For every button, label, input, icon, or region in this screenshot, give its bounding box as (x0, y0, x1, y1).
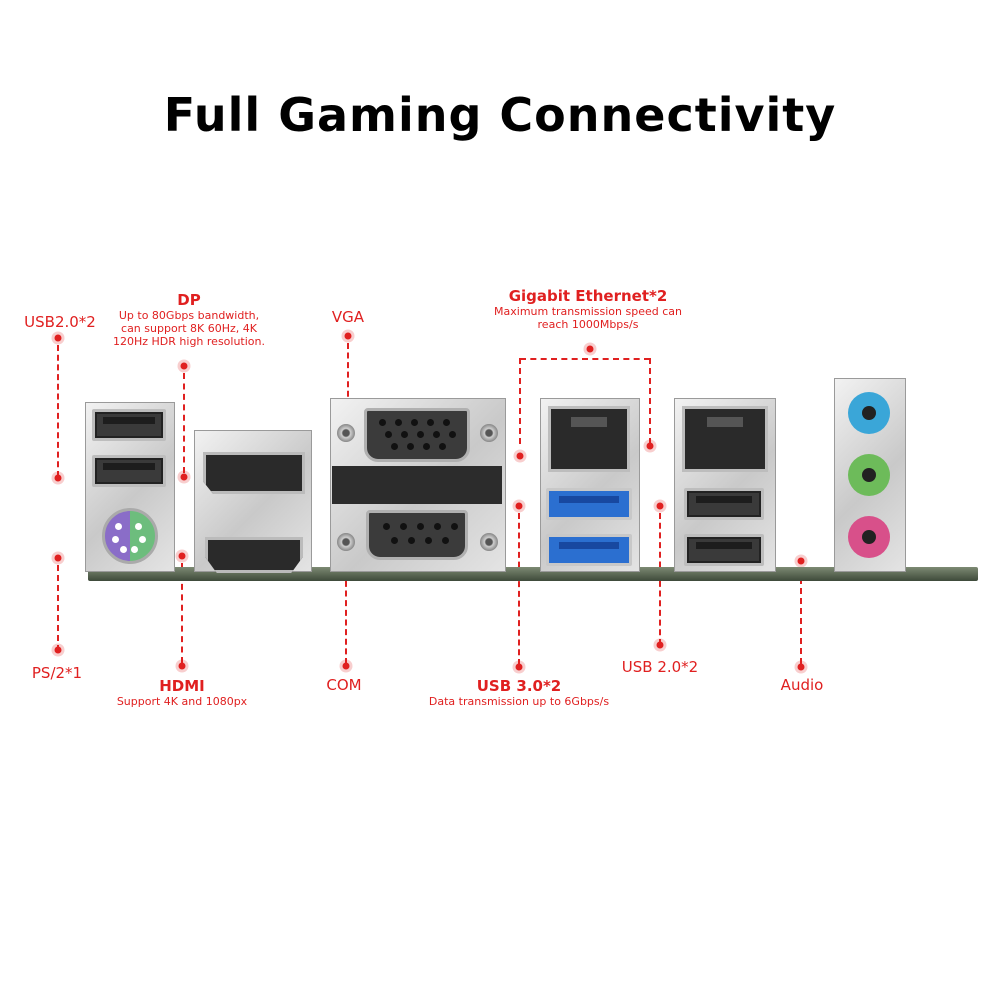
hdmi-desc: Support 4K and 1080px (116, 695, 248, 708)
dp-desc-2: can support 8K 60Hz, 4K (121, 322, 257, 335)
vga-connector (364, 408, 470, 462)
displayport-connector (203, 452, 305, 494)
leader-dot (515, 502, 523, 510)
ethernet-desc-2: reach 1000Mbps/s (537, 318, 639, 331)
audio-jack-green (848, 454, 890, 496)
hdmi-connector (205, 537, 303, 573)
usb30-title: USB 3.0*2 (476, 677, 562, 695)
leader-dot (342, 662, 350, 670)
label-ps2: PS/2*1 (31, 664, 83, 682)
leader-dot (178, 662, 186, 670)
leader-line (518, 513, 520, 665)
leader-line (520, 358, 650, 360)
leader-line (183, 373, 185, 473)
ethernet-desc-1: Maximum transmission speed can (494, 305, 682, 318)
usb3-port-bottom (546, 534, 632, 566)
leader-dot (180, 473, 188, 481)
leader-line (649, 358, 651, 444)
usb2-port-right-bottom (684, 534, 764, 566)
ethernet-port-2 (682, 406, 768, 472)
leader-dot (180, 362, 188, 370)
hdmi-title: HDMI (159, 677, 205, 695)
label-hdmi: HDMI Support 4K and 1080px (117, 677, 247, 708)
leader-dot (646, 442, 654, 450)
ethernet-title: Gigabit Ethernet*2 (508, 287, 668, 305)
leader-line (800, 568, 802, 664)
label-usb20-left: USB2.0*2 (24, 313, 96, 331)
com-screw-right (480, 533, 498, 551)
vga-screw-right (480, 424, 498, 442)
com-screw-left (337, 533, 355, 551)
dp-title: DP (177, 291, 201, 309)
leader-line (347, 343, 349, 435)
page-title: Full Gaming Connectivity (163, 88, 837, 142)
leader-dot (656, 641, 664, 649)
leader-dot (656, 502, 664, 510)
label-usb30: USB 3.0*2 Data transmission up to 6Gbps/… (429, 677, 609, 708)
label-vga: VGA (331, 308, 365, 326)
leader-dot (344, 332, 352, 340)
label-audio: Audio (780, 676, 824, 694)
usb2-port-right-top (684, 488, 764, 520)
audio-jack-blue (848, 392, 890, 434)
ethernet-port-1 (548, 406, 630, 472)
leader-dot (54, 646, 62, 654)
vga-screw-left (337, 424, 355, 442)
label-com: COM (326, 676, 362, 694)
dp-desc-3: 120Hz HDR high resolution. (112, 335, 266, 348)
leader-dot (797, 557, 805, 565)
leader-dot (54, 554, 62, 562)
com-connector (366, 510, 468, 560)
leader-dot (516, 452, 524, 460)
usb2-port-bottom (92, 455, 166, 487)
leader-line (345, 552, 347, 664)
label-usb20-right: USB 2.0*2 (621, 658, 699, 676)
leader-dot (54, 334, 62, 342)
audio-jack-pink (848, 516, 890, 558)
usb2-port-top (92, 409, 166, 441)
leader-dot (797, 663, 805, 671)
dp-desc-1: Up to 80Gbps bandwidth, (118, 309, 260, 322)
leader-dot (178, 552, 186, 560)
usb3-port-top (546, 488, 632, 520)
leader-line (181, 563, 183, 663)
leader-line (519, 358, 521, 444)
label-ethernet: Gigabit Ethernet*2 Maximum transmission … (494, 287, 682, 331)
leader-dot (515, 663, 523, 671)
label-dp: DP Up to 80Gbps bandwidth, can support 8… (113, 291, 265, 348)
ps2-port (102, 508, 158, 564)
usb30-desc: Data transmission up to 6Gbps/s (428, 695, 610, 708)
leader-dot (54, 474, 62, 482)
leader-dot (586, 345, 594, 353)
leader-line (57, 345, 59, 477)
vga-com-bracket (332, 466, 502, 504)
leader-line (57, 565, 59, 651)
